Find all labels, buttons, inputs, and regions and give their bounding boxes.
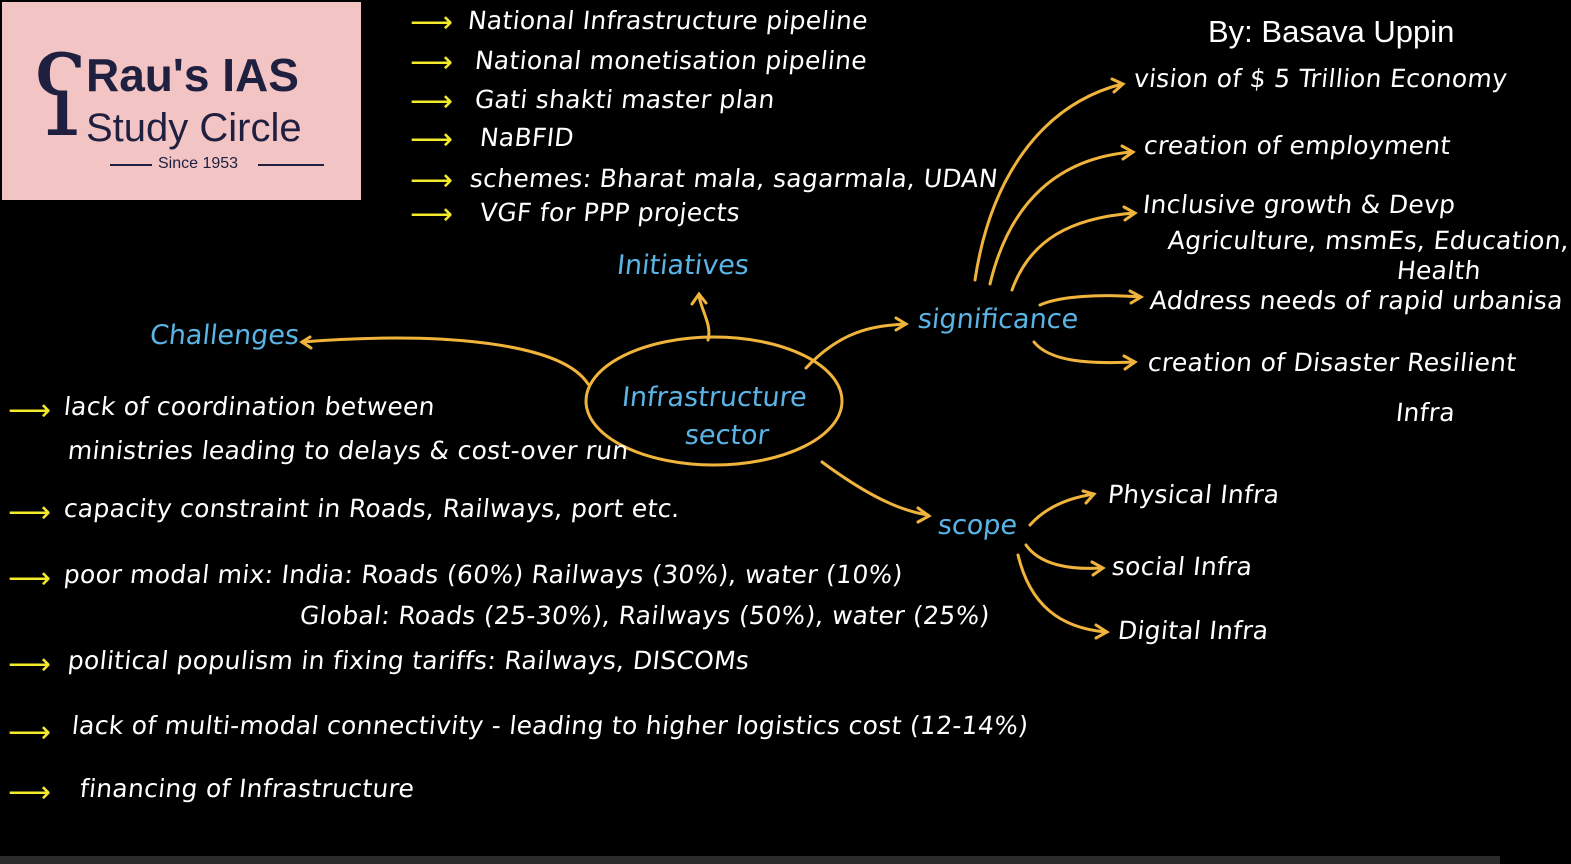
significance-item-continued: Health [1395, 256, 1483, 285]
logo-since: Since 1953 [158, 155, 239, 172]
initiative-item: VGF for PPP projects [478, 198, 742, 227]
significance-item-continued: Agriculture, msmEs, Education, [1166, 226, 1571, 255]
connector-initiatives [697, 294, 711, 342]
connector-challenges [300, 336, 590, 386]
scope-item: Digital Infra [1116, 616, 1271, 645]
connector-significance [804, 322, 907, 370]
branch-initiatives: Initiatives [615, 250, 751, 281]
connector-scope-physical [1028, 492, 1096, 527]
significance-item: Inclusive growth & Devp [1141, 190, 1457, 219]
challenge-item: capacity constraint in Roads, Railways, … [62, 494, 682, 523]
raus-ias-logo: ʕ Rau's IAS Study Circle Since 1953 [2, 2, 361, 200]
logo-rule-left [110, 164, 152, 166]
branch-significance: significance [916, 304, 1080, 335]
significance-item-continued: Infra [1394, 398, 1457, 427]
branch-scope: scope [936, 510, 1019, 541]
significance-item: creation of employment [1142, 131, 1453, 160]
connector-sig-urbanisation [1038, 294, 1142, 307]
initiative-item: schemes: Bharat mala, sagarmala, UDAN [468, 164, 1000, 193]
challenge-item: financing of Infrastructure [78, 774, 416, 803]
initiative-item: NaBFID [478, 123, 576, 152]
significance-item: Address needs of rapid urbanisa [1148, 286, 1565, 315]
challenge-item: political populism in fixing tariffs: Ra… [66, 646, 751, 675]
initiative-item: National Infrastructure pipeline [466, 6, 870, 35]
initiative-item: Gati shakti master plan [473, 85, 777, 114]
right-arrow-icon: ⟶ [410, 5, 454, 40]
connector-lines [299, 77, 1145, 640]
connector-sig-vision [973, 82, 1124, 282]
logo-subtitle: Study Circle [86, 106, 302, 150]
initiative-item: National monetisation pipeline [473, 46, 869, 75]
right-arrow-icon: ⟶ [8, 495, 52, 530]
challenge-item: lack of multi-modal connectivity - leadi… [70, 711, 1030, 740]
right-arrow-icon: ⟶ [8, 775, 52, 810]
right-arrow-icon: ⟶ [8, 715, 52, 750]
center-ellipse [584, 335, 844, 467]
scope-item: Physical Infra [1106, 480, 1281, 509]
challenge-item: poor modal mix: India: Roads (60%) Railw… [62, 560, 905, 589]
significance-item: creation of Disaster Resilient [1146, 348, 1519, 377]
center-label-line1: Infrastructure [620, 382, 809, 413]
scope-item: social Infra [1110, 552, 1254, 581]
author-credit: By: Basava Uppin [1208, 14, 1455, 49]
right-arrow-icon: ⟶ [410, 84, 454, 119]
bottom-bar [0, 856, 1500, 864]
head-silhouette-icon: ʕ [30, 33, 89, 161]
challenge-item-continued: Global: Roads (25-30%), Railways (50%), … [298, 601, 992, 630]
connector-sig-employment [988, 150, 1134, 286]
logo-rule-right [258, 164, 324, 166]
right-arrow-icon: ⟶ [8, 393, 52, 428]
challenge-item: lack of coordination between [62, 392, 437, 421]
connector-sig-disaster [1032, 340, 1136, 365]
connector-scope [820, 460, 930, 517]
logo-title: Rau's IAS [86, 49, 299, 101]
right-arrow-icon: ⟶ [410, 122, 454, 157]
right-arrow-icon: ⟶ [410, 197, 454, 232]
connector-scope-digital [1016, 553, 1108, 634]
center-label-line2: sector [683, 420, 771, 451]
connector-sig-inclusive [1010, 211, 1136, 292]
challenge-item-continued: ministries leading to delays & cost-over… [66, 436, 631, 465]
right-arrow-icon: ⟶ [410, 45, 454, 80]
branch-challenges: Challenges [148, 320, 301, 351]
right-arrow-icon: ⟶ [410, 163, 454, 198]
right-arrow-icon: ⟶ [8, 647, 52, 682]
significance-item: vision of $ 5 Trillion Economy [1132, 64, 1509, 93]
connector-scope-social [1024, 543, 1104, 570]
right-arrow-icon: ⟶ [8, 561, 52, 596]
